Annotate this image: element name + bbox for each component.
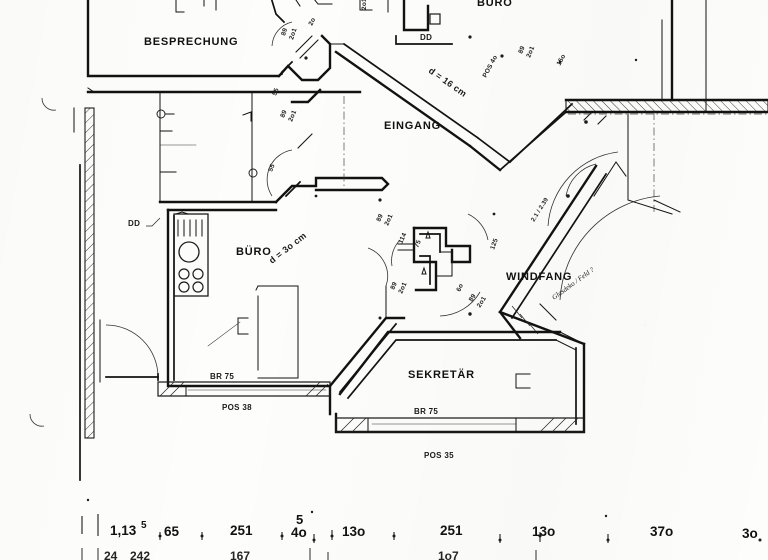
small-dim-125: 125 <box>489 237 500 250</box>
room-label-eingang: EINGANG <box>384 120 441 132</box>
door-tag-windfang-s-height: 2o1 <box>476 295 488 309</box>
left-exterior-wall <box>73 87 362 481</box>
right-exterior-wall <box>468 0 768 301</box>
dim-entry-8: 3o <box>742 526 758 541</box>
dim-entry-0-sup: 5 <box>141 520 147 531</box>
note-br75-buero: BR 75 <box>210 372 234 381</box>
small-dim-150: 15o <box>556 53 568 67</box>
angled-wall-ne <box>270 0 333 82</box>
door-tag-top-2: 2o1 <box>361 0 368 10</box>
note-br75-sekretaer: BR 75 <box>414 407 438 416</box>
dimension-chain-second-row: 24 242 167 1o7 <box>81 548 537 560</box>
dim-entry-5: 251 <box>440 523 463 538</box>
dim-entry-6: 13o <box>532 524 555 539</box>
door-tag-ne-height: 2o1 <box>525 45 536 59</box>
eingang-west-partitions <box>266 88 390 204</box>
left-door-swing <box>99 319 159 383</box>
dim2-entry-0: 24 <box>104 549 118 560</box>
note-pos40: POS 4o <box>482 54 500 79</box>
small-dim-55-a: 55 <box>271 87 280 97</box>
dim-entry-3: 4o <box>291 525 307 540</box>
room-buero-top: BÜRO <box>477 0 513 9</box>
room-label-buero-left: BÜRO <box>236 245 272 258</box>
dim-entry-0: 1,13 <box>110 523 137 538</box>
dim-entry-1: 65 <box>164 524 180 539</box>
small-dim-55-b: 55 <box>267 163 276 173</box>
room-label-besprechung: BESPRECHUNG <box>144 36 238 48</box>
windfang-exterior-diagonal <box>498 164 608 346</box>
door-tag-eingang-n-width: 89 <box>279 109 288 119</box>
small-dim-20: 2o <box>308 17 318 27</box>
note-pos38: POS 38 <box>222 403 252 412</box>
dim2-entry-1: 242 <box>130 549 150 560</box>
room-label-buero-top: BÜRO <box>477 0 513 9</box>
note-height-239: 2.1 / 2.39 <box>531 197 551 223</box>
door-tag-eingang-n-height: 2o1 <box>287 109 298 123</box>
dim2-entry-2: 167 <box>230 549 250 560</box>
dim-entry-4: 13o <box>342 524 365 539</box>
dim-entry-7: 37o <box>650 524 673 539</box>
door-tag-ne-width: 89 <box>517 45 526 55</box>
room-besprechung: BESPRECHUNG <box>86 0 284 78</box>
small-dim-60: 6o <box>455 283 465 293</box>
door-tag-windfang-w-width: 89 <box>389 281 399 291</box>
diagonal-wall-buero-sekretaer <box>328 247 406 394</box>
note-dd-left: DD <box>128 219 140 228</box>
door-tag-windfang-s-width: 89 <box>468 293 478 303</box>
note-dd-top: DD <box>420 33 432 42</box>
bottom-dimension-chain: 1,13 5 65 251 4o 5 13o 251 13o 37o 3o 24… <box>81 498 762 560</box>
wall-note-d16: d = 16 cm <box>427 65 469 98</box>
small-dim-75: 75 <box>413 239 423 249</box>
wall-note-d30: d = 3o cm <box>267 230 308 265</box>
room-label-sekretaer: SEKRETÄR <box>408 368 475 381</box>
scan-artifacts <box>29 35 638 427</box>
door-tag-buero-e-width: 89 <box>375 213 385 223</box>
room-buero-left: BÜRO d = 3o cm BR 75 POS 38 <box>157 208 332 416</box>
door-tag-top-1-width: 89 <box>280 27 289 37</box>
door-tag-windfang-w-height: 2o1 <box>397 281 408 295</box>
upper-centre-fixtures: DD <box>359 0 453 45</box>
note-pos35: POS 35 <box>424 451 454 460</box>
door-tag-buero-e-height: 2o1 <box>383 213 394 227</box>
door-tag-top-1-height: 2o1 <box>288 27 298 41</box>
corridor-walls: DD <box>128 91 278 228</box>
dim-entry-3-sup: 5 <box>296 512 303 527</box>
small-dim-114: 114 <box>397 232 408 245</box>
room-sekretaer: SEKRETÄR BR 75 POS 35 <box>334 330 586 460</box>
dim-entry-2: 251 <box>230 523 253 538</box>
dim2-entry-3: 1o7 <box>438 549 459 560</box>
